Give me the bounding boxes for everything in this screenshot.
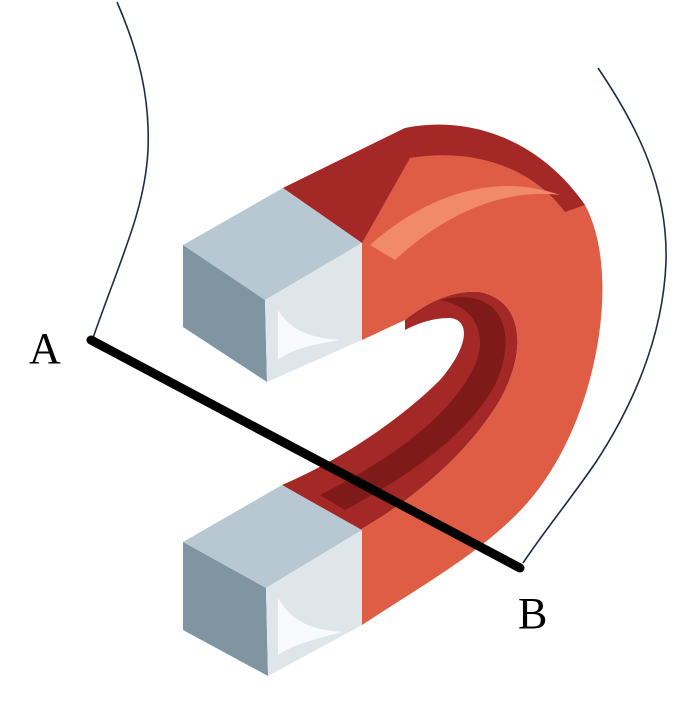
rod-ab [86, 335, 525, 573]
upper-pole-top [183, 188, 362, 300]
wire-left [92, 1, 150, 339]
magnet-inner-shadow [320, 297, 506, 510]
upper-pole-shine [278, 310, 340, 360]
label-b: B [518, 589, 548, 638]
lower-pole-side [183, 542, 268, 676]
lower-pole [183, 485, 362, 676]
wire-right [522, 67, 667, 564]
magnet-highlight [370, 185, 560, 260]
lower-pole-top [183, 485, 362, 588]
label-a: A [29, 324, 61, 373]
magnet-top-surface [283, 124, 585, 243]
upper-pole-side [183, 245, 267, 382]
magnet-body [283, 124, 603, 626]
lower-pole-shine [278, 598, 342, 655]
upper-pole [183, 188, 362, 382]
